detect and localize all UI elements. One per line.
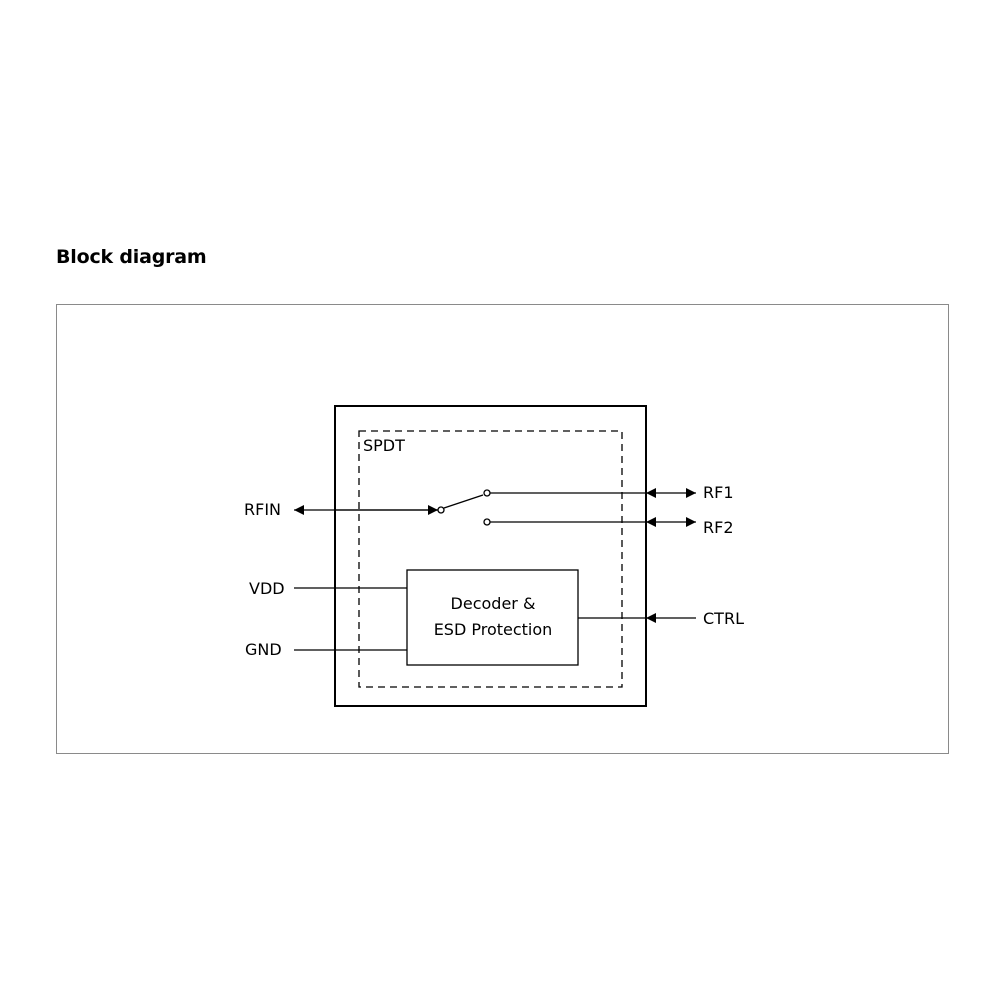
switch-arm [443,494,484,509]
diagram-frame [56,304,949,754]
decoder-label-line1: Decoder & [451,594,536,613]
switch-contact-rf1 [483,489,491,497]
pin-label-rf1: RF1 [703,483,734,502]
switch-pivot [437,506,445,514]
pin-label-rfin: RFIN [244,500,281,519]
pin-label-vdd: VDD [249,579,285,598]
switch-contact-rf2 [483,518,491,526]
spdt-region [358,430,623,688]
pin-label-gnd: GND [245,640,282,659]
decoder-block [406,569,579,666]
package-outline [334,405,647,707]
pin-label-rf2: RF2 [703,518,734,537]
section-heading: Block diagram [56,246,207,268]
pin-label-ctrl: CTRL [703,609,744,628]
spdt-label: SPDT [363,436,405,455]
decoder-label-line2: ESD Protection [434,620,553,639]
